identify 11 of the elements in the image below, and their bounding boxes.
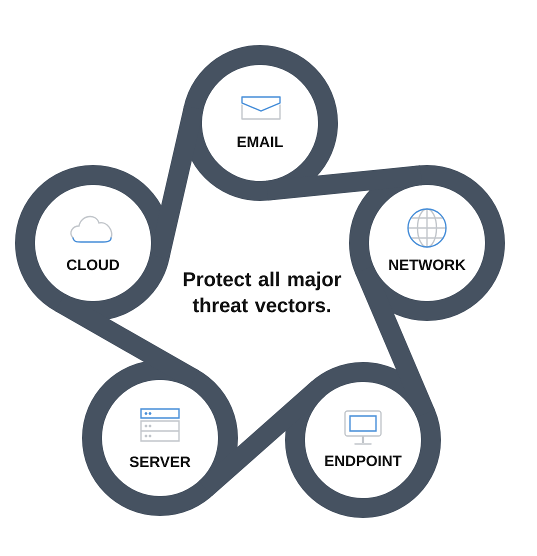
ring-node: EMAIL [182, 45, 338, 201]
ring-node: NETWORK [349, 165, 505, 321]
band [198, 381, 325, 496]
band [266, 165, 422, 201]
band [355, 266, 435, 418]
band [150, 105, 204, 260]
statement-text: Protect all major threat vectors. [184, 272, 342, 312]
ring-node: ENDPOINT [285, 362, 441, 518]
ring-node: SERVER [82, 360, 238, 516]
ring-node: CLOUD [15, 165, 171, 321]
band [55, 294, 199, 388]
